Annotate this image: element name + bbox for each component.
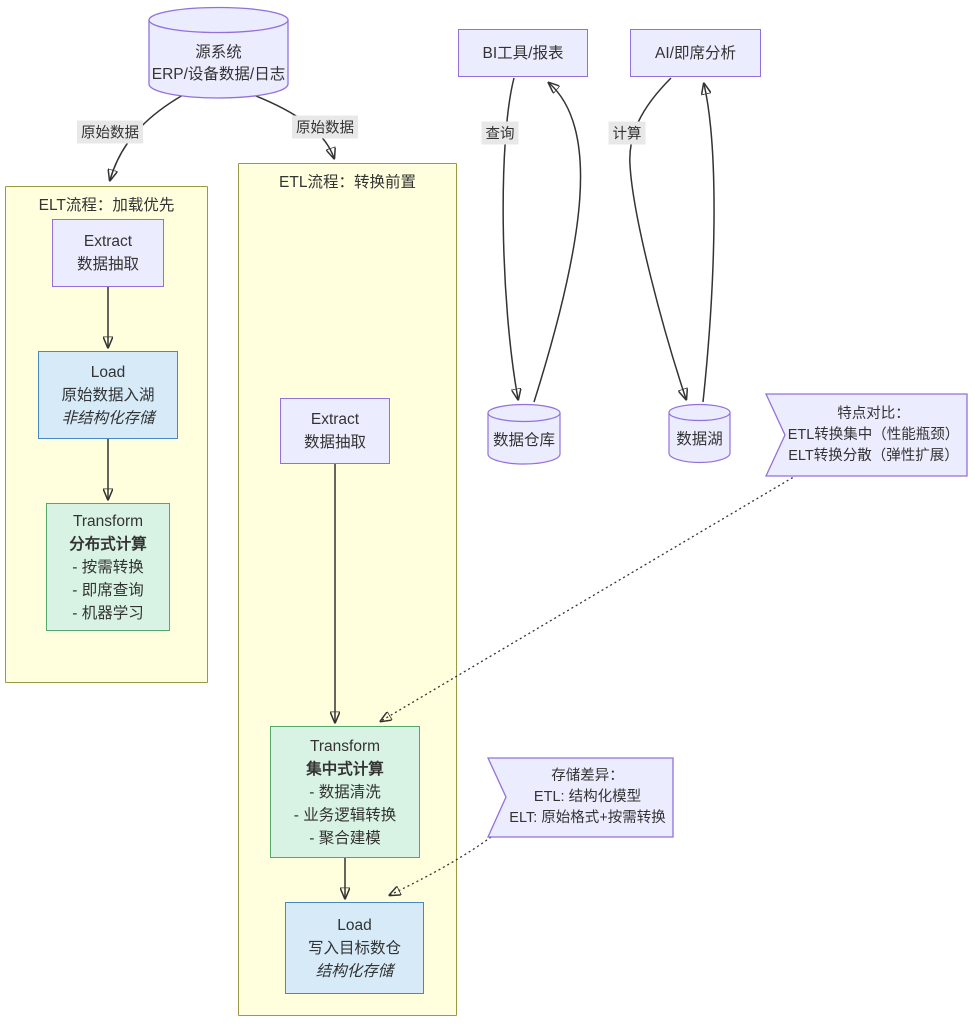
subgraph-elt-title: ELT流程：加载优先	[38, 197, 175, 214]
subgraph-etl-title: ETL流程：转换前置	[279, 174, 416, 191]
edge-lake-to-ai	[703, 84, 715, 403]
elt-transform-mode: 分布式计算	[69, 535, 147, 553]
lake-label: 数据湖	[676, 431, 723, 448]
subgraph-etl: ETL流程：转换前置	[238, 163, 457, 1016]
note-storage-line1: 存储差异：	[551, 768, 624, 784]
etl-transform-node: Transform 集中式计算 - 数据清洗 - 业务逻辑转换 - 聚合建模	[270, 726, 420, 858]
elt-load-desc: 原始数据入湖	[61, 386, 155, 404]
note-flag-shape	[487, 757, 674, 838]
note-compare: 特点对比： ETL转换集中（性能瓶颈） ELT转换分散（弹性扩展）	[765, 393, 968, 477]
ai-analysis-node: AI/即席分析	[630, 29, 761, 77]
etl-load-name: Load	[337, 916, 372, 934]
source-line2: ERP/设备数据/日志	[151, 66, 286, 83]
note-storage-line2: ETL: 结构化模型	[533, 789, 642, 805]
ai-analysis-label: AI/即席分析	[655, 44, 736, 62]
transform-item: - 聚合建模	[309, 829, 381, 847]
etl-extract-node: Extract 数据抽取	[280, 398, 390, 464]
source-system-cylinder: 源系统 ERP/设备数据/日志	[148, 6, 289, 100]
elt-extract-desc: 数据抽取	[76, 256, 139, 273]
cylinder-shape	[668, 403, 731, 464]
source-line1: 源系统	[195, 44, 242, 61]
transform-item: - 数据清洗	[309, 783, 381, 801]
data-lake-cylinder: 数据湖	[668, 403, 731, 464]
transform-item: - 业务逻辑转换	[293, 806, 397, 824]
edge-label-compute: 计算	[608, 121, 646, 145]
bi-tools-node: BI工具/报表	[458, 29, 588, 77]
cylinder-shape	[487, 403, 561, 465]
edge-label-raw-right: 原始数据	[292, 115, 358, 139]
elt-transform-name: Transform	[72, 512, 144, 530]
warehouse-label: 数据仓库	[492, 432, 555, 449]
note-compare-line3: ELT转换分散（弹性扩展）	[788, 447, 959, 464]
elt-load-node: Load 原始数据入湖 非结构化存储	[38, 351, 178, 439]
etl-load-node: Load 写入目标数仓 结构化存储	[285, 902, 424, 994]
edge-label-raw-left: 原始数据	[77, 120, 143, 144]
elt-load-note: 非结构化存储	[61, 409, 155, 427]
elt-extract-name: Extract	[83, 233, 133, 250]
bi-tools-label: BI工具/报表	[482, 44, 564, 62]
note-compare-line2: ETL转换集中（性能瓶颈）	[787, 426, 960, 443]
transform-item: - 即席查询	[72, 581, 144, 599]
note-flag-shape	[765, 393, 968, 477]
cylinder-shape	[148, 6, 289, 99]
note-storage-line3: ELT: 原始格式+按需转换	[509, 810, 666, 826]
etl-transform-mode: 集中式计算	[306, 760, 384, 778]
edge-warehouse-to-bi	[533, 83, 582, 403]
note-storage: 存储差异： ETL: 结构化模型 ELT: 原始格式+按需转换	[487, 757, 674, 838]
edge-label-query: 查询	[481, 121, 519, 145]
note-compare-line1: 特点对比：	[837, 405, 910, 422]
transform-item: - 按需转换	[72, 558, 144, 576]
transform-item: - 机器学习	[72, 604, 144, 622]
data-warehouse-cylinder: 数据仓库	[487, 403, 561, 466]
elt-load-name: Load	[90, 363, 126, 381]
etl-transform-name: Transform	[309, 737, 381, 755]
etl-load-desc: 写入目标数仓	[307, 939, 401, 957]
etl-load-note: 结构化存储	[315, 962, 394, 980]
etl-extract-name: Extract	[310, 411, 360, 428]
elt-transform-node: Transform 分布式计算 - 按需转换 - 即席查询 - 机器学习	[46, 503, 170, 631]
elt-extract-node: Extract 数据抽取	[52, 219, 164, 287]
etl-extract-desc: 数据抽取	[303, 434, 366, 451]
